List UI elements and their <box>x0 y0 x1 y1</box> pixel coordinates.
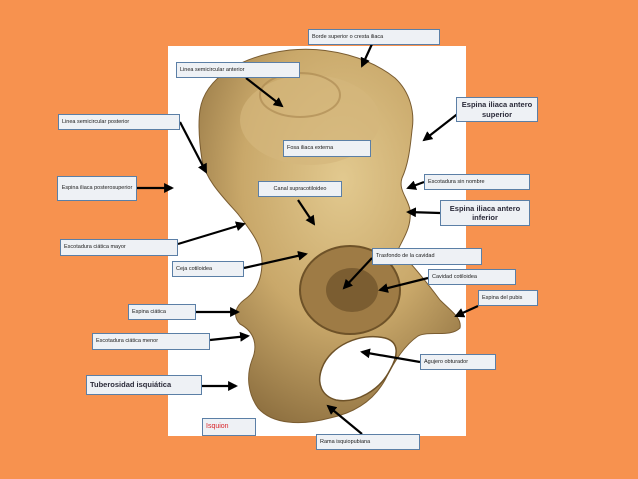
arrow-trasfondo-cavidad <box>342 257 373 290</box>
arrow-escotadura-sin-nombre <box>406 180 425 190</box>
arrow-agujero-obturador <box>360 348 421 364</box>
label-isquion: Isquion <box>202 418 256 436</box>
label-escotadura-sin-nombre: Escotadura sin nombre <box>424 174 530 190</box>
arrow-canal-supracotiloideo <box>297 199 316 226</box>
label-linea-semicircular-posterior: Linea semicircular posterior <box>58 114 180 130</box>
arrow-espina-pubis <box>454 304 479 318</box>
obturator-foramen-shape <box>318 335 397 402</box>
label-linea-semicircular-anterior: Linea semicircular anterior <box>176 62 300 78</box>
label-espina-iliaca-posterosuperior: Espina iliaca posterosuperior <box>57 176 137 201</box>
label-tuberosidad-isquiatica: Tuberosidad isquiática <box>86 375 202 395</box>
anterior-line-ridge <box>259 72 341 118</box>
arrow-ceja-cotiloidea <box>243 250 308 270</box>
label-fosa-iliaca-externa: Fosa iliaca externa <box>283 140 371 157</box>
arrow-espina-iliaca-antero-inferior <box>406 207 441 218</box>
label-ceja-cotiloidea: Ceja cotiloidea <box>172 261 244 277</box>
label-rama-isquiopubiana: Rama isquiopubiana <box>316 434 420 450</box>
acetabulum-fossa-shape <box>326 268 378 312</box>
arrow-cavidad-cotiloidea <box>378 276 429 293</box>
pointer-arrows <box>137 43 479 435</box>
label-escotadura-ciatica-menor: Escotadura ciática menor <box>92 333 210 350</box>
label-canal-supracotiloideo: Canal supracotiloideo <box>258 181 342 197</box>
arrow-escotadura-ciatica-menor <box>209 331 250 342</box>
label-escotadura-ciatica-mayor: Escotadura ciática mayor <box>60 239 178 256</box>
label-borde-superior: Borde superior o cresta iliaca <box>308 29 440 45</box>
label-espina-pubis: Espina del pubis <box>478 290 538 306</box>
arrow-borde-superior <box>360 43 374 68</box>
arrow-linea-semicircular-posterior <box>179 121 207 174</box>
arrow-rama-isquiopubiana <box>326 404 363 435</box>
label-cavidad-cotiloidea: Cavidad cotiloidea <box>428 269 516 285</box>
arrow-linea-semicircular-anterior <box>245 77 284 108</box>
label-espina-iliaca-antero-inferior: Espina iliaca antero inferior <box>440 200 530 226</box>
label-espina-ciatica: Espina ciática <box>128 304 196 320</box>
label-agujero-obturador: Agujero obturador <box>420 354 496 370</box>
label-espina-iliaca-antero-superior: Espina iliaca antero superior <box>456 97 538 122</box>
arrow-espina-iliaca-antero-superior <box>422 111 461 142</box>
label-trasfondo-cavidad: Trasfondo de la cavidad <box>372 248 482 265</box>
arrow-escotadura-ciatica-mayor <box>177 221 246 246</box>
